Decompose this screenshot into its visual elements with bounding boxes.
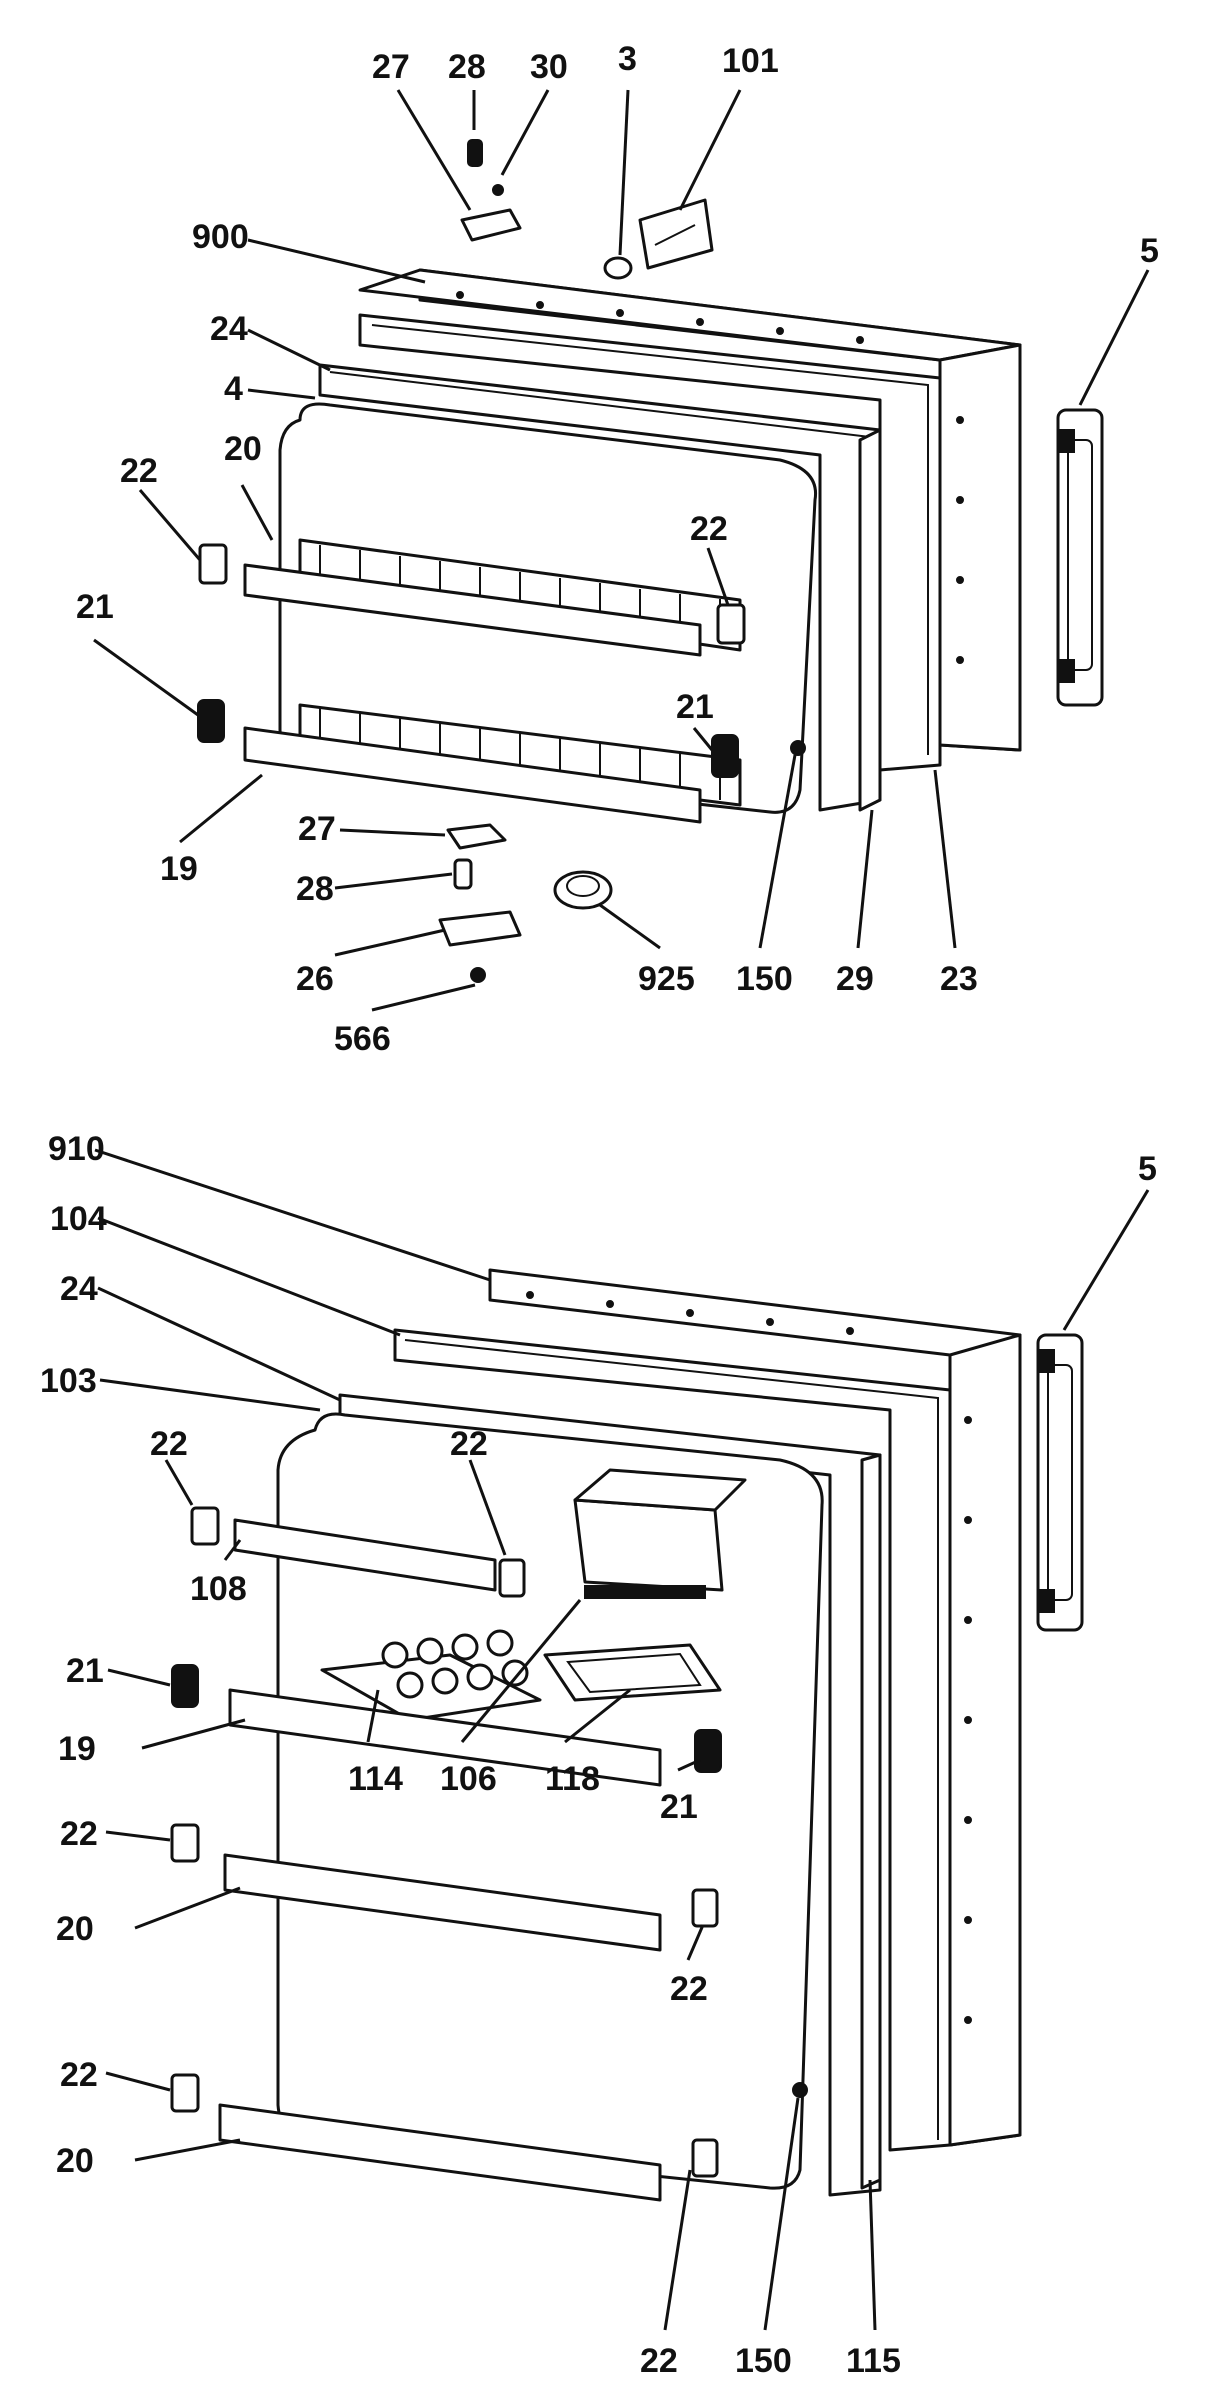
callout-5-bottom: 5: [1138, 1150, 1157, 1188]
callout-30: 30: [530, 48, 568, 86]
callout-20-middle: 20: [56, 1910, 94, 1948]
freezer-bottom-hinge-plate: [438, 910, 522, 947]
freezer-hinge-screw: [470, 967, 486, 983]
callout-21-left: 21: [76, 588, 114, 626]
callout-22-right-1: 22: [450, 1425, 488, 1463]
freezer-bottom-hinge-pin: [453, 858, 473, 890]
callout-150-bottom: 150: [735, 2342, 792, 2380]
callout-28-bottom: 28: [296, 870, 334, 908]
callout-21-right-bottom: 21: [660, 1788, 698, 1826]
fresh-food-shelf-bar-19: [228, 1688, 662, 1787]
callout-108: 108: [190, 1570, 247, 1608]
freezer-panel-holes: [456, 291, 964, 664]
fresh-food-clip-left-1: [190, 1506, 220, 1546]
fresh-food-door-side-edge: [948, 1333, 1022, 2147]
callout-4: 4: [224, 370, 243, 408]
fresh-food-clip-right-2: [691, 1888, 719, 1928]
fresh-food-butter-compartment: [573, 1468, 747, 1599]
callout-20-bottom: 20: [56, 2142, 94, 2180]
freezer-top-hinge-bracket: [460, 208, 522, 242]
fresh-food-shelf-bar-20-lower: [218, 2103, 662, 2202]
fresh-food-panel-holes: [526, 1291, 972, 2024]
callout-106: 106: [440, 1760, 497, 1798]
callout-22-left-3: 22: [60, 2056, 98, 2094]
callout-150-top: 150: [736, 960, 793, 998]
freezer-lower-shelf-bar: [243, 726, 702, 824]
fresh-food-stop-right: [694, 1729, 722, 1773]
fresh-food-stop-left: [171, 1664, 199, 1708]
callout-22-right: 22: [690, 510, 728, 548]
callout-910: 910: [48, 1130, 105, 1168]
fresh-food-door-assembly: [170, 1268, 1084, 2202]
callout-24-bottom: 24: [60, 1270, 98, 1308]
callout-900: 900: [192, 218, 249, 256]
callout-26: 26: [296, 960, 334, 998]
callout-21-left-bottom: 21: [66, 1652, 104, 1690]
freezer-door-side-edge: [938, 343, 1022, 752]
freezer-door-assembly: [197, 139, 1104, 983]
fresh-food-callouts: 910 5 104 24 103 22 22 108 21 19 114 106…: [40, 1130, 1157, 2380]
freezer-upper-shelf: [243, 538, 742, 657]
fresh-food-clip-right-3: [691, 2138, 719, 2178]
callout-29: 29: [836, 960, 874, 998]
callout-22-left: 22: [120, 452, 158, 490]
callout-103: 103: [40, 1362, 97, 1400]
callout-24-top: 24: [210, 310, 248, 348]
fresh-food-shelf-bar-108: [233, 1518, 497, 1592]
freezer-hinge-pin-top: [467, 139, 483, 167]
freezer-callouts: 27 28 30 3 101 900 5 24 4 22 20 21 22 21…: [76, 40, 1159, 1058]
callout-118: 118: [545, 1760, 600, 1798]
callout-566: 566: [334, 1020, 391, 1058]
freezer-breaker-strip: [858, 428, 882, 812]
fresh-food-gasket-frame: [393, 1328, 952, 2152]
freezer-door-handle: [1056, 408, 1104, 707]
callout-5-top: 5: [1140, 232, 1159, 270]
callout-22-right-2: 22: [670, 1970, 708, 2008]
freezer-top-screw: [492, 184, 504, 196]
freezer-bottom-hinge-bushing: [446, 823, 507, 850]
callout-925: 925: [638, 960, 695, 998]
freezer-upper-shelf-bar: [243, 563, 702, 657]
callout-104: 104: [50, 1200, 107, 1238]
fresh-food-shelf-bar-20-upper: [223, 1853, 662, 1952]
freezer-plug: [603, 256, 633, 280]
freezer-lower-shelf: [243, 703, 742, 824]
callout-28-top: 28: [448, 48, 486, 86]
fresh-food-breaker-strip: [860, 1453, 882, 2190]
fresh-food-clip-right-1: [498, 1558, 526, 1598]
fresh-food-clip-left-2: [170, 1823, 200, 1863]
fresh-food-egg-tray: [320, 1629, 542, 1722]
callout-27-top: 27: [372, 48, 410, 86]
fresh-food-inner-liner: [276, 1412, 824, 2190]
callout-19-top: 19: [160, 850, 198, 888]
callout-3: 3: [618, 40, 637, 78]
callout-27-bottom: 27: [298, 810, 336, 848]
freezer-shelf-stop-left: [197, 699, 225, 743]
fresh-food-small-tray: [543, 1643, 722, 1702]
freezer-round-cap: [553, 870, 613, 910]
freezer-screw: [790, 740, 806, 756]
callout-115: 115: [846, 2342, 901, 2380]
fresh-food-screw: [792, 2082, 808, 2098]
callout-23: 23: [940, 960, 978, 998]
freezer-shelf-clip-left-upper: [198, 543, 228, 585]
freezer-shelf-stop-right: [711, 734, 739, 778]
callout-21-right: 21: [676, 688, 714, 726]
callout-19-bottom: 19: [58, 1730, 96, 1768]
callout-22-left-2: 22: [60, 1815, 98, 1853]
callout-22-left-1: 22: [150, 1425, 188, 1463]
fresh-food-clip-left-3: [170, 2073, 200, 2113]
freezer-shelf-clip-right-upper: [716, 603, 746, 645]
callout-101: 101: [722, 42, 779, 80]
fresh-food-door-handle: [1036, 1333, 1084, 1632]
callout-22-bottom: 22: [640, 2342, 678, 2380]
callout-20-top: 20: [224, 430, 262, 468]
leader-lines: [93, 89, 1150, 2331]
callout-114: 114: [348, 1760, 403, 1798]
